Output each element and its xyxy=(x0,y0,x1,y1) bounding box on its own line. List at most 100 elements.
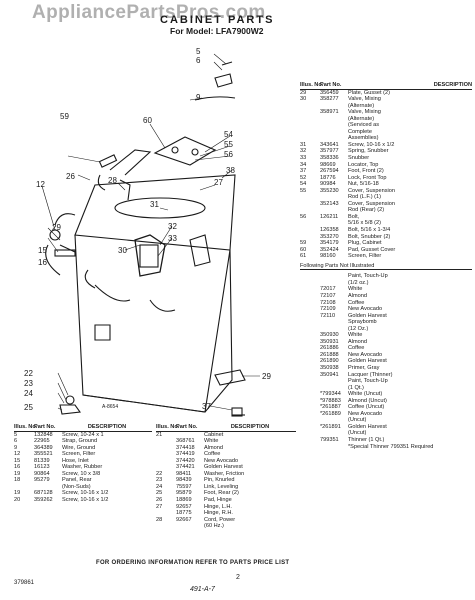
callout-60: 60 xyxy=(143,116,152,125)
description: Lock, Front Top xyxy=(348,174,387,181)
description: Washer, Rubber xyxy=(62,464,103,471)
description: Screen, Filter xyxy=(348,253,382,260)
description: (Uncut) xyxy=(348,417,367,424)
description: Screw, 10 x 3/8 xyxy=(62,470,101,477)
table-row: Rod (L.F.) (1) xyxy=(300,194,472,201)
part-no: 267594 xyxy=(320,168,339,175)
part-no: 350938 xyxy=(320,364,339,371)
cabinet-body xyxy=(74,234,231,413)
description: White xyxy=(348,332,363,339)
description: Coffee xyxy=(348,345,365,352)
illus-no: 61 xyxy=(300,253,307,260)
part-no: 350931 xyxy=(320,338,339,345)
description: Golden Harvest xyxy=(348,423,387,430)
description: Plate, Gusset (2) xyxy=(348,89,390,96)
part-no: 374421 xyxy=(176,464,195,471)
part-no: 358971 xyxy=(320,109,339,116)
callout-23: 23 xyxy=(24,379,33,388)
description: Rod (L.F.) (1) xyxy=(348,194,381,201)
cabinet-top xyxy=(74,174,236,251)
description: White xyxy=(204,438,219,445)
part-no: 81339 xyxy=(34,457,50,464)
header-part: Part No. xyxy=(320,82,342,88)
description: Coffee xyxy=(348,299,365,306)
part-no: 92657 xyxy=(176,503,192,510)
description: Strap, Ground xyxy=(62,438,98,445)
header-description: DESCRIPTION xyxy=(433,82,472,88)
description: (1/2 oz.) xyxy=(348,279,369,286)
illus-no: 52 xyxy=(300,174,307,181)
part-no: 75597 xyxy=(176,483,192,490)
illus-no: 33 xyxy=(300,155,307,162)
callout-59: 59 xyxy=(60,112,69,121)
part-no: *261891 xyxy=(320,423,341,430)
table-row: (Uncut) xyxy=(300,430,472,437)
illus-no: 37 xyxy=(300,168,307,175)
part-no: 92667 xyxy=(176,516,192,523)
illus-no: 32 xyxy=(300,148,307,155)
illus-no: 29 xyxy=(300,89,307,96)
description: Complete xyxy=(348,128,372,135)
figure-code: A-8654 xyxy=(102,404,119,410)
description: White (Uncut) xyxy=(348,391,383,398)
description: *Special Thinner 799351 Required xyxy=(348,443,434,450)
description: Golden Harvest xyxy=(204,464,243,471)
callout-22: 22 xyxy=(24,369,33,378)
table-row: Paint, Touch-Up xyxy=(300,273,472,280)
illus-no: 56 xyxy=(300,213,307,220)
callout-31: 31 xyxy=(150,200,159,209)
table-row: Complete xyxy=(300,129,472,136)
illus-no: 19 xyxy=(14,470,21,477)
illus-no: 16 xyxy=(14,464,21,471)
part-no: 95279 xyxy=(34,477,50,484)
part-no: 350941 xyxy=(320,371,339,378)
description: (12 Oz.) xyxy=(348,325,369,332)
part-no: 126211 xyxy=(320,213,339,220)
description: (Non-Suds) xyxy=(62,483,91,490)
illus-no: 28 xyxy=(156,516,163,523)
exploded-diagram xyxy=(41,53,260,417)
description: Pad, Hinge xyxy=(204,497,232,504)
callout-12: 12 xyxy=(36,180,45,189)
table-row: (Non-Suds) xyxy=(14,484,152,491)
description: Almond xyxy=(348,338,367,345)
description: Hinge, R.H. xyxy=(204,510,233,517)
table-header: Illus. No. Part No. DESCRIPTION xyxy=(14,424,152,432)
part-no: 364389 xyxy=(34,444,53,451)
part-no: 353270 xyxy=(320,233,339,240)
part-no: 132848 xyxy=(34,431,53,438)
description: Bolt, 5/16 x 1-3/4 xyxy=(348,227,391,234)
illus-no: 18 xyxy=(14,477,21,484)
header-illus: Illus. No. xyxy=(14,424,38,430)
description: Almond xyxy=(204,444,223,451)
part-no: 687128 xyxy=(34,490,53,497)
part-no: 90984 xyxy=(320,181,336,188)
table-row: Paint, Touch-Up xyxy=(300,378,472,385)
document-code: 379861 xyxy=(14,580,35,586)
callout-29-bottom: 29 xyxy=(262,372,271,381)
description: New Avocado xyxy=(348,351,383,358)
description: Link, Leveling xyxy=(204,483,239,490)
callout-28: 28 xyxy=(108,176,117,185)
callout-32: 32 xyxy=(168,222,177,231)
